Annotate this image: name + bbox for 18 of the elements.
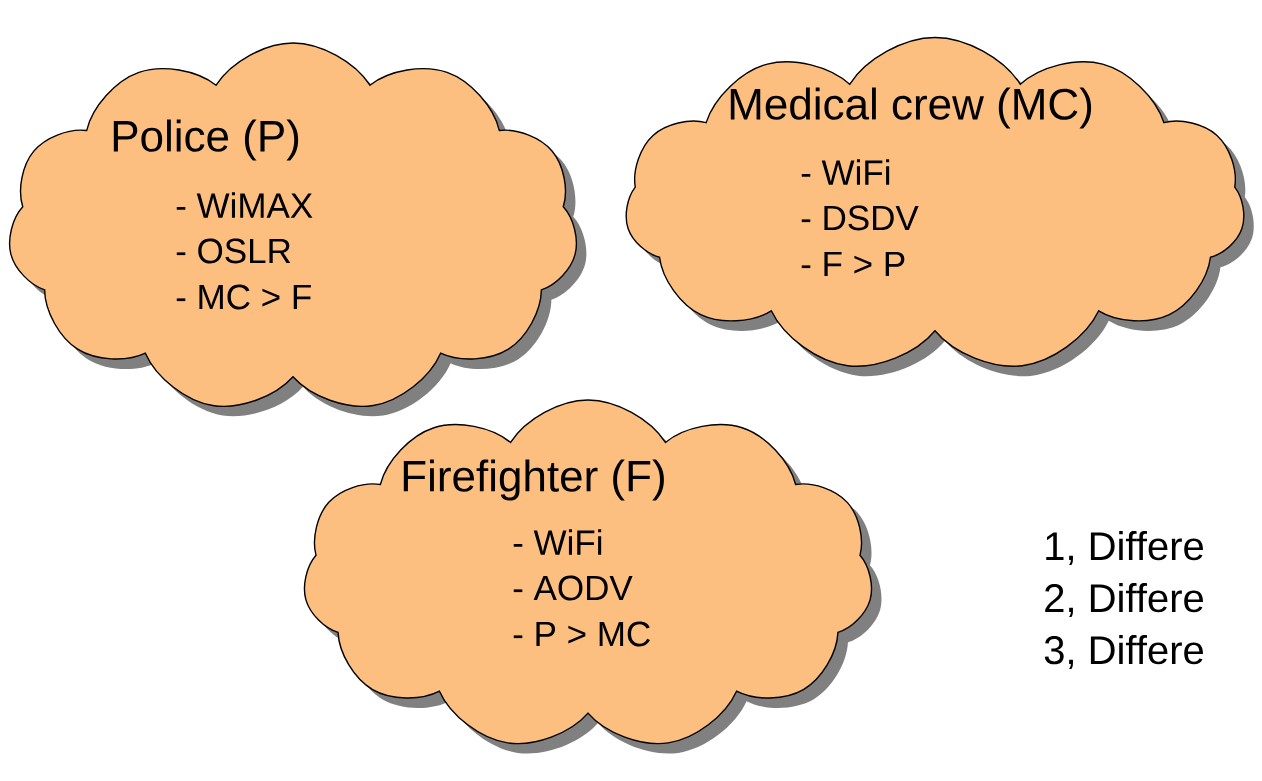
cloud-heading: Firefighter (F) [403,459,664,501]
list-item: - P > MC [513,621,650,647]
cloud [625,36,1254,377]
list-item: - DSDV [801,205,919,231]
list-item: - MC > F [176,284,311,310]
cloud-heading: Police (P) [113,119,299,161]
cloud [8,42,587,417]
note-text: 1, Differe [1046,530,1203,566]
cloud-heading: Medical crew (MC) [730,87,1092,129]
list-item: - OSLR [176,238,291,264]
list-item: - WiMAX [176,192,313,218]
note-text: 2, Differe [1045,582,1203,618]
list-item: - F > P [801,251,905,277]
cloud [303,399,882,754]
list-item: - WiFi [513,529,602,555]
list-item: - WiFi [801,159,890,185]
note-text: 3, Differe [1044,634,1203,670]
list-item: - AODV [513,575,633,601]
